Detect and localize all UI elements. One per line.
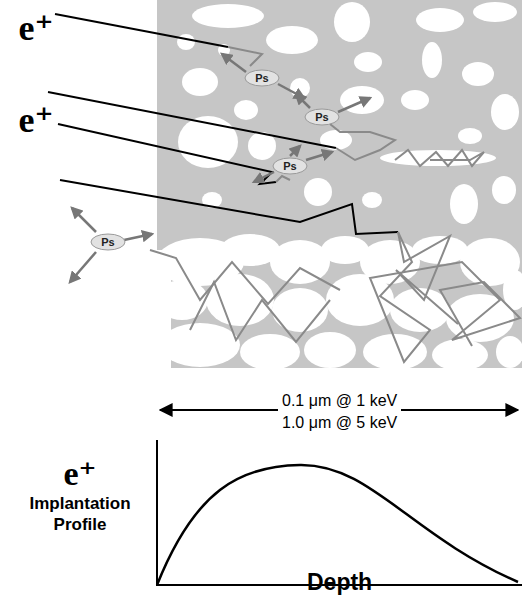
ps-label: Ps [90,236,126,248]
axes [157,440,522,585]
diffusion-tracks [150,47,520,362]
isolated-pores [177,2,519,224]
axis-title: Implantation Profile [15,493,145,535]
ps-ellipse: Ps [244,69,280,87]
material-block [157,0,522,368]
ps-label: Ps [304,111,340,123]
positron-symbol: e⁺ [6,98,66,143]
porous-layer [156,234,522,371]
ps-arrows [70,54,370,282]
positron-symbol: e⁺ [50,452,110,495]
axis-title: Depth [307,568,372,597]
positron-symbol: e⁺ [6,6,66,51]
depth-note: 0.1 μm @ 1 keV [278,391,401,411]
ps-label: Ps [244,72,280,84]
implantation-curve [157,465,518,585]
ps-label: Ps [272,160,308,172]
ps-ellipse: Ps [90,233,126,251]
positron-tracks [48,14,398,234]
ps-ellipse: Ps [272,157,308,175]
ps-ellipse: Ps [304,108,340,126]
depth-note: 1.0 μm @ 5 keV [278,413,401,433]
